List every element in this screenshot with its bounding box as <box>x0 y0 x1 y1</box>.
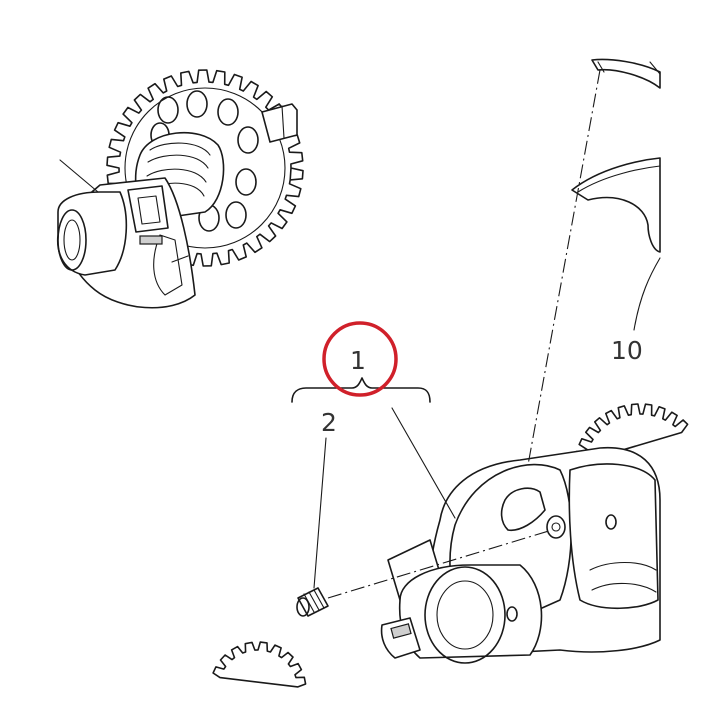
gear-icon <box>212 641 307 688</box>
callout-label-10: 10 <box>611 336 643 365</box>
gear-icon <box>574 403 689 463</box>
screw-icon <box>296 437 329 617</box>
assembly-bracket <box>291 377 431 403</box>
callout-label-2: 2 <box>321 408 337 437</box>
centerline-screw <box>327 529 553 599</box>
callout-highlight-circle <box>322 321 398 397</box>
centerline-bearing <box>527 69 601 466</box>
crankshaft-assembly <box>212 403 689 688</box>
half-bearing-shell: 10 <box>571 58 661 365</box>
callout-label-1: 1 <box>350 346 366 375</box>
detail-view-crankshaft-gear <box>56 69 304 309</box>
